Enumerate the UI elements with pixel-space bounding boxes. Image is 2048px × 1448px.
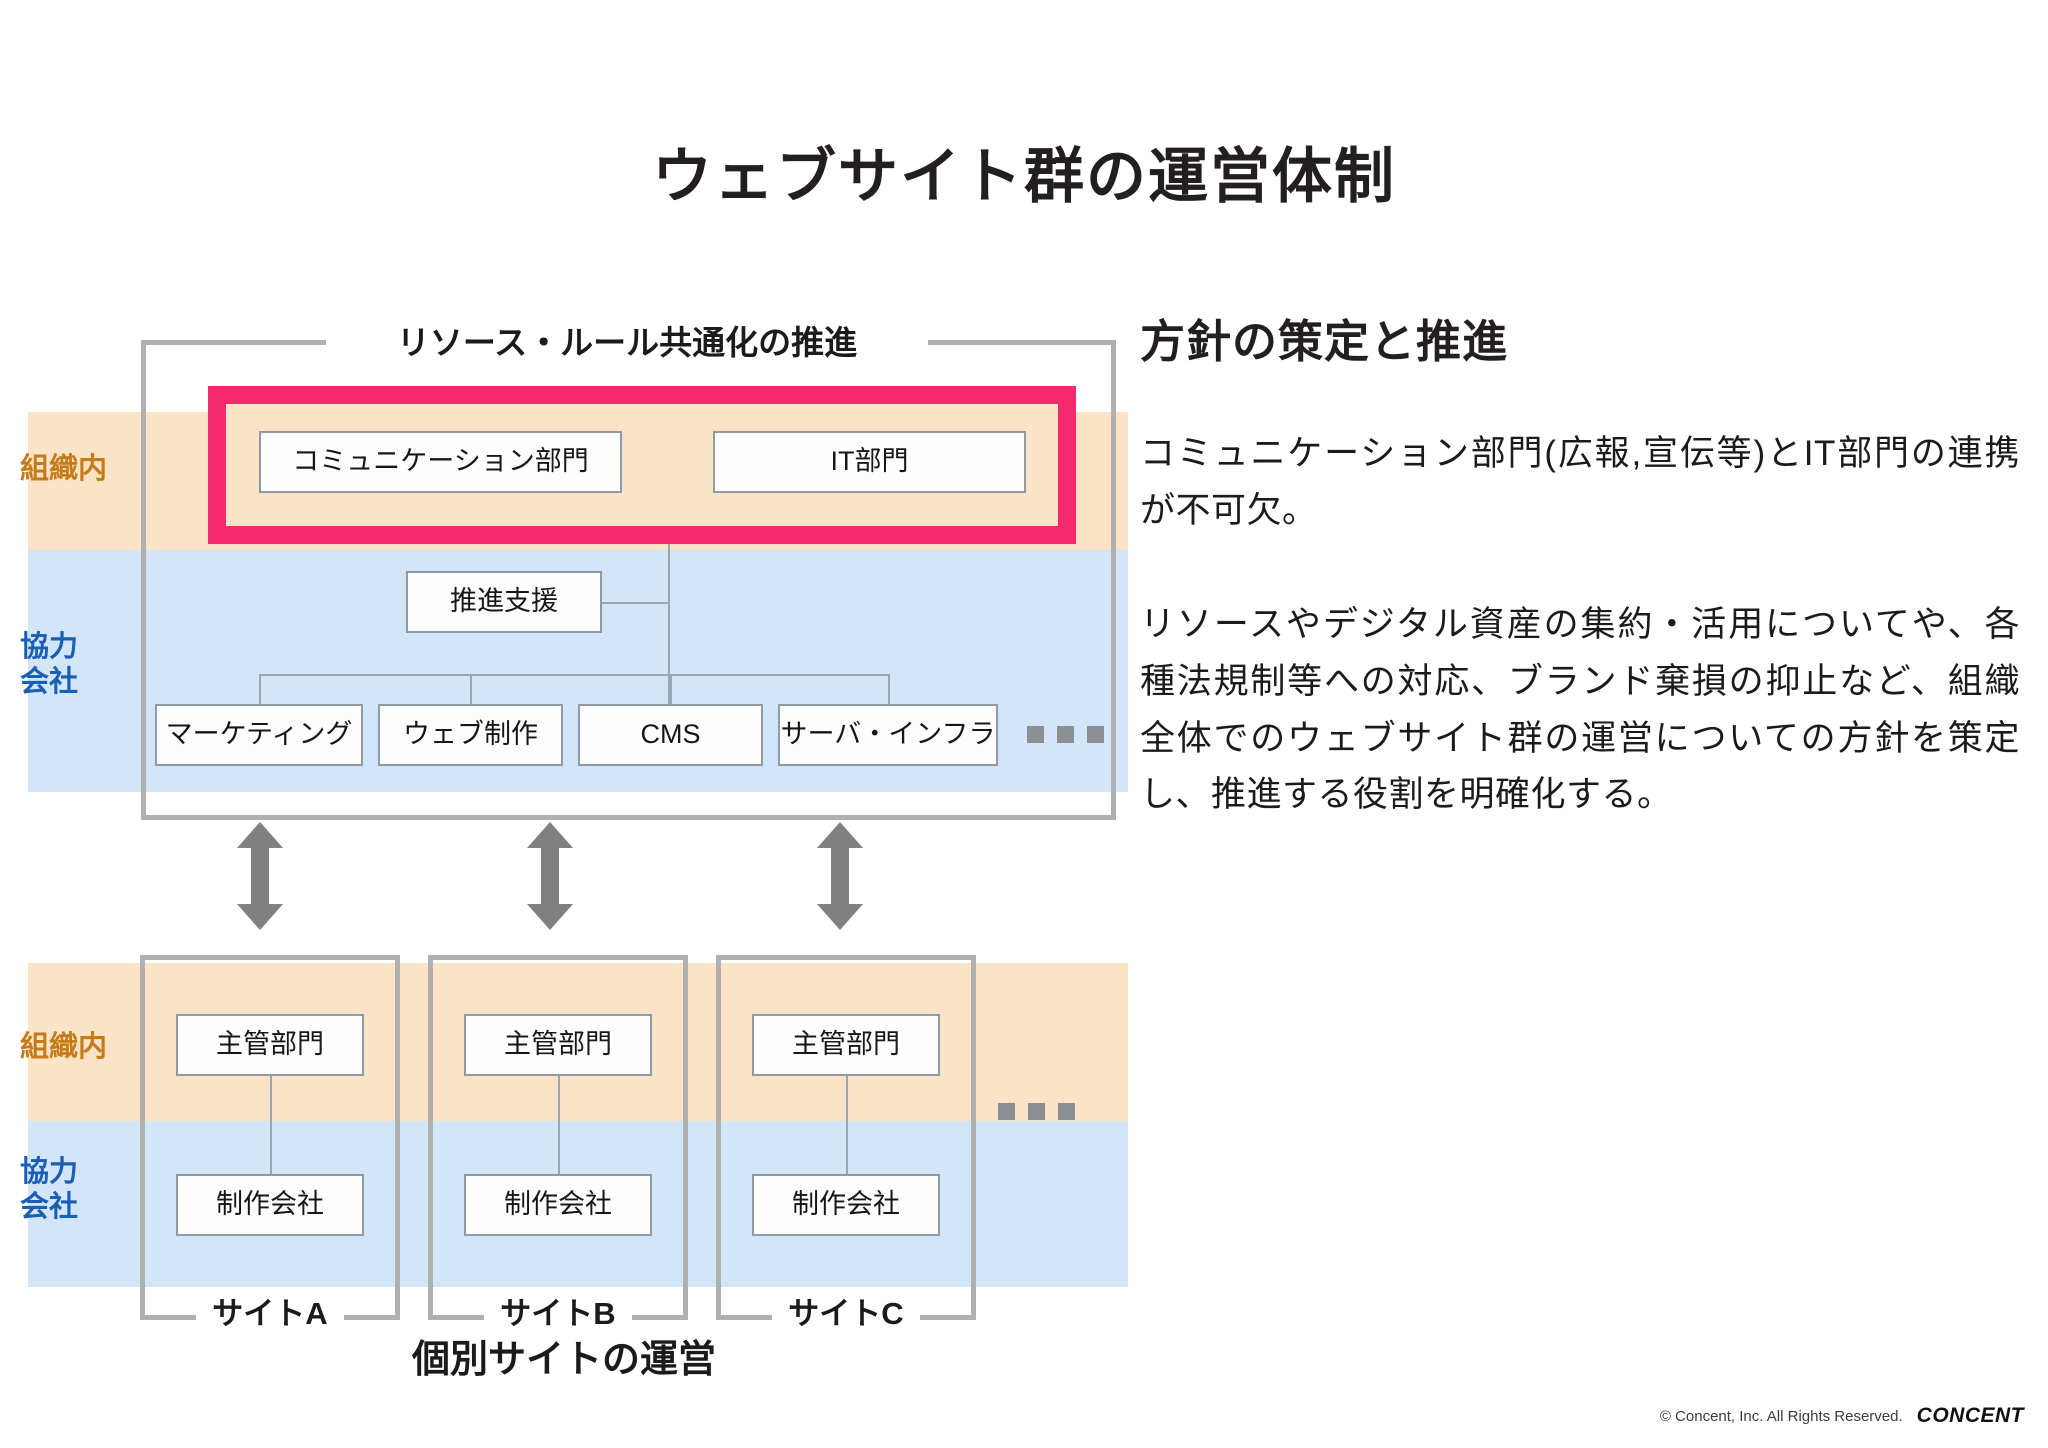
connector-spine-lower [668,602,670,704]
connector-vendor-drop-marketing [259,674,261,704]
band-label-organization-top: 組織内 [20,453,108,485]
band-label-partner-bottom: 協力 会社 [20,1155,78,1226]
band-label-partner-top-line2: 会社 [20,666,79,699]
connector-vendor-drop-cms [670,674,672,704]
shared-resources-bracket-line-right [928,340,1116,345]
connector-site-a [270,1076,272,1174]
dot-icon [1087,726,1104,743]
connector-vendor-bus [259,674,888,676]
site-label-b: サイトB [500,1296,616,1331]
node-site-b-department[interactable]: 主管部門 [464,1014,652,1076]
node-communication-department[interactable]: コミュニケーション部門 [259,431,622,493]
node-site-a-producer[interactable]: 制作会社 [176,1174,364,1236]
ellipsis-dots-sites [998,1103,1075,1120]
node-vendor-cms[interactable]: CMS [578,704,763,766]
shared-resources-bracket-line-left [141,340,326,345]
site-bracket-c [716,955,976,1320]
shared-resources-bracket [141,340,1116,820]
node-site-b-producer[interactable]: 制作会社 [464,1174,652,1236]
dot-icon [1027,726,1044,743]
connector-vendor-drop-server [888,674,890,704]
double-arrow-icon-site-c [817,822,863,930]
site-label-a: サイトA [212,1296,328,1331]
bottom-caption: 個別サイトの運営 [411,1339,716,1381]
site-bracket-c-foot-right [920,1315,976,1320]
site-bracket-a [140,955,400,1320]
footer-copyright: © Concent, Inc. All Rights Reserved. [1659,1407,1903,1425]
connector-site-c [846,1076,848,1174]
band-label-partner-top: 協力 会社 [20,630,78,701]
double-arrow-icon-site-a [237,822,283,930]
band-label-partner-top-line1: 協力 [20,631,79,663]
node-site-a-department[interactable]: 主管部門 [176,1014,364,1076]
node-site-c-producer[interactable]: 制作会社 [752,1174,940,1236]
node-vendor-marketing[interactable]: マーケティング [155,704,363,766]
connector-site-b [558,1076,560,1174]
band-label-organization-bottom: 組織内 [20,1031,108,1063]
site-label-c: サイトC [788,1296,904,1331]
node-vendor-server-infra[interactable]: サーバ・インフラ [778,704,998,766]
dot-icon [1058,1103,1075,1120]
right-column: 方針の策定と推進 コミュニケーション部門(広報,宣伝等)とIT部門の連携が不可欠… [1140,305,2020,824]
site-bracket-c-foot-left [716,1315,772,1320]
site-bracket-a-foot-left [140,1315,196,1320]
node-promotion-support[interactable]: 推進支援 [406,571,602,633]
site-bracket-b-foot-right [632,1315,688,1320]
connector-support-spine [602,602,670,604]
footer-logo: CONCENT [1916,1404,2024,1427]
site-bracket-b-foot-left [428,1315,484,1320]
dot-icon [1028,1103,1045,1120]
right-paragraph-2: リソースやデジタル資産の集約・活用についてや、各種法規制等への対応、ブランド棄損… [1140,605,2020,815]
site-bracket-a-foot-right [344,1315,400,1320]
band-label-partner-bottom-line1: 協力 [20,1156,79,1188]
page-title: ウェブサイト群の運営体制 [652,143,1396,210]
right-paragraph-1: コミュニケーション部門(広報,宣伝等)とIT部門の連携が不可欠。 [1140,434,2020,530]
right-heading: 方針の策定と推進 [1140,316,1509,367]
dot-icon [1057,726,1074,743]
site-bracket-b [428,955,688,1320]
node-it-department[interactable]: IT部門 [713,431,1026,493]
band-label-partner-bottom-line2: 会社 [20,1191,79,1224]
ellipsis-dots-vendors [1027,726,1104,743]
node-vendor-web-production[interactable]: ウェブ制作 [378,704,563,766]
dot-icon [998,1103,1015,1120]
double-arrow-icon-site-b [527,822,573,930]
footer: © Concent, Inc. All Rights Reserved. CON… [1660,1404,2024,1428]
connector-vendor-drop-web [470,674,472,704]
shared-resources-title: リソース・ルール共通化の推進 [326,316,928,364]
node-site-c-department[interactable]: 主管部門 [752,1014,940,1076]
